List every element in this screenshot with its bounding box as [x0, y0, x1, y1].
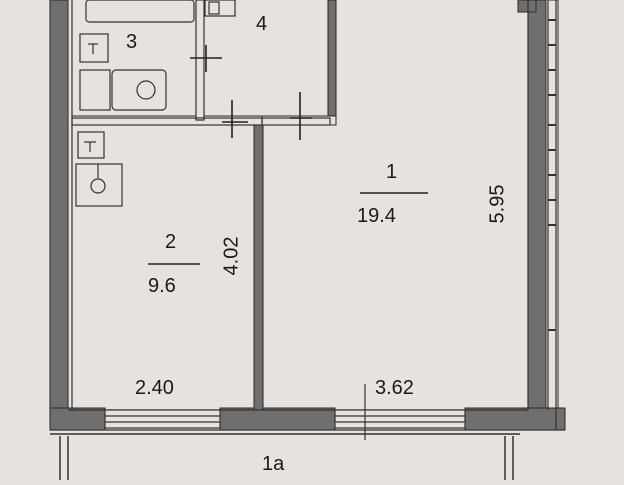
door-marks — [190, 45, 312, 140]
room-4-label: 4 — [256, 13, 268, 35]
window-room1 — [334, 409, 466, 429]
balcony — [50, 433, 520, 480]
room1-top-corner — [517, 0, 537, 13]
right-wall — [527, 0, 547, 411]
bottom-wall-right — [464, 407, 566, 431]
room-1-area: 19.4 — [357, 205, 396, 227]
bottom-wall-mid — [219, 407, 336, 431]
bottom-wall-left — [49, 407, 106, 431]
partition-3-2 — [71, 115, 265, 126]
room-1-length: 5.95 — [486, 184, 509, 224]
window-room2 — [104, 409, 221, 429]
room-1a-label: 1a — [262, 453, 285, 475]
area-separators — [148, 192, 428, 265]
room-3-label: 3 — [126, 31, 138, 53]
sink-4 — [204, 0, 236, 17]
wall-room4-right — [327, 0, 337, 126]
toilet — [79, 69, 167, 111]
room-2-label: 2 — [165, 231, 177, 253]
sink-3 — [79, 33, 109, 63]
room-2-width: 2.40 — [135, 377, 174, 399]
left-wall — [49, 0, 69, 411]
walls — [49, 0, 566, 431]
windows — [104, 384, 466, 440]
room-1-label: 1 — [386, 161, 398, 183]
right-ticks — [548, 19, 556, 331]
partition-2-1 — [253, 119, 264, 411]
partition-3-4 — [195, 0, 205, 121]
room-1-width: 3.62 — [375, 377, 414, 399]
room-2-length: 4.02 — [220, 236, 243, 276]
room-2-area: 9.6 — [148, 275, 176, 297]
kitchen-fixtures — [75, 131, 123, 207]
bathtub — [85, 0, 195, 23]
